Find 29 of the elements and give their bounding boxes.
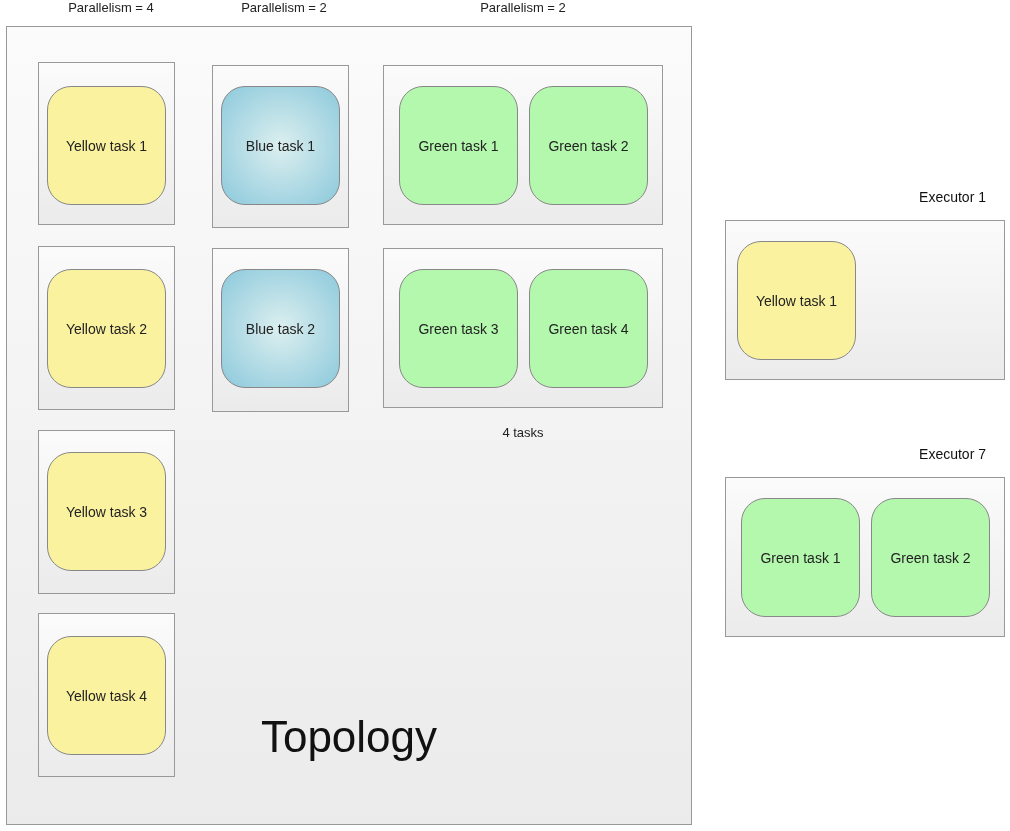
task-card: Green task 1 (741, 498, 860, 617)
task-card: Blue task 2 (221, 269, 340, 388)
executor-slot-box (38, 613, 175, 777)
parallelism-label: Parallelism = 4 (68, 0, 154, 15)
parallelism-label: Parallelism = 2 (480, 0, 566, 15)
executor-slot-box (383, 65, 663, 225)
task-card: Yellow task 4 (47, 636, 166, 755)
executor-slot-box (383, 248, 663, 408)
task-card: Yellow task 3 (47, 452, 166, 571)
parallelism-label: Parallelism = 2 (241, 0, 327, 15)
executor-heading: Executor 7 (919, 446, 986, 462)
executor-slot-box (212, 248, 349, 412)
task-card: Yellow task 1 (47, 86, 166, 205)
task-card: Green task 2 (871, 498, 990, 617)
topology-panel (6, 26, 692, 825)
task-card: Yellow task 2 (47, 269, 166, 388)
task-count-label: 4 tasks (502, 425, 544, 440)
task-card: Green task 4 (529, 269, 648, 388)
executor-slot-box (38, 430, 175, 594)
task-card: Green task 1 (399, 86, 518, 205)
task-card: Yellow task 1 (737, 241, 856, 360)
executor-slot-box (212, 65, 349, 228)
task-card: Blue task 1 (221, 86, 340, 205)
task-card: Green task 2 (529, 86, 648, 205)
executor-slot-box (38, 62, 175, 225)
task-card: Green task 3 (399, 269, 518, 388)
topology-title: Topology (260, 712, 438, 762)
executor-heading: Executor 1 (919, 189, 986, 205)
executor-slot-box (38, 246, 175, 410)
